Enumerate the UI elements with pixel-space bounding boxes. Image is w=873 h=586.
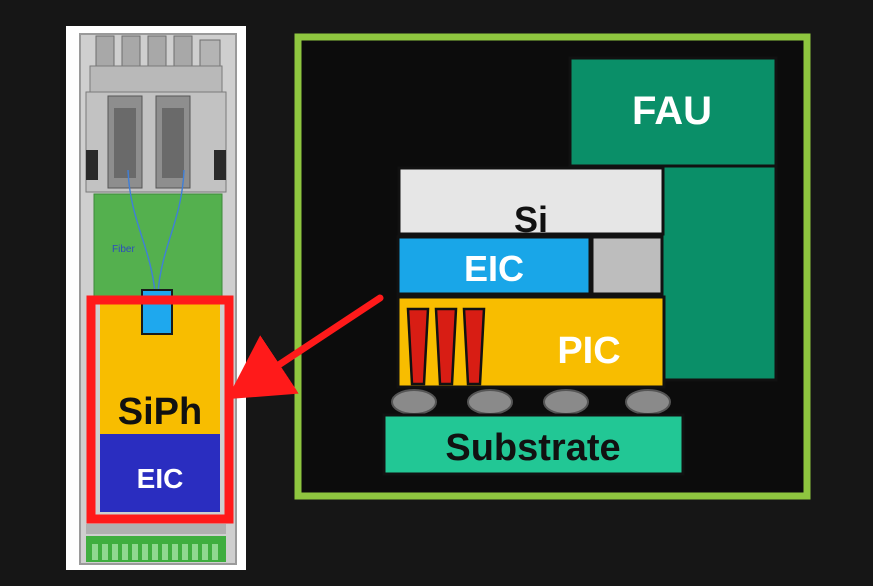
module-eic-label: EIC — [137, 463, 184, 494]
gray-spacer-block — [590, 235, 664, 296]
fiber-lines — [127, 169, 185, 293]
pointer-arrow — [226, 294, 384, 400]
edge-connector-pins — [86, 536, 226, 562]
fau-label: FAU — [632, 89, 712, 133]
fiber-tag-label: Fiber — [112, 244, 135, 255]
si-layer — [397, 166, 665, 236]
pic-label: PIC — [557, 330, 620, 372]
eic-layer — [396, 235, 592, 296]
cross-section: FAU Si EIC PIC Substrate — [294, 33, 811, 500]
siph-label: SiPh — [118, 391, 202, 433]
transceiver-module: Fiber SiPh EIC — [66, 26, 246, 570]
substrate-layer — [382, 413, 685, 476]
cross-eic-label: EIC — [464, 248, 524, 289]
module-bottom-plate — [86, 524, 226, 534]
through-silicon-vias — [406, 307, 486, 386]
optical-connector-heads — [85, 35, 227, 193]
solder-bumps — [391, 389, 671, 415]
si-label: Si — [514, 199, 548, 240]
module-eic-chip — [100, 434, 220, 512]
substrate-label: Substrate — [445, 427, 620, 469]
highlight-box — [86, 295, 234, 524]
